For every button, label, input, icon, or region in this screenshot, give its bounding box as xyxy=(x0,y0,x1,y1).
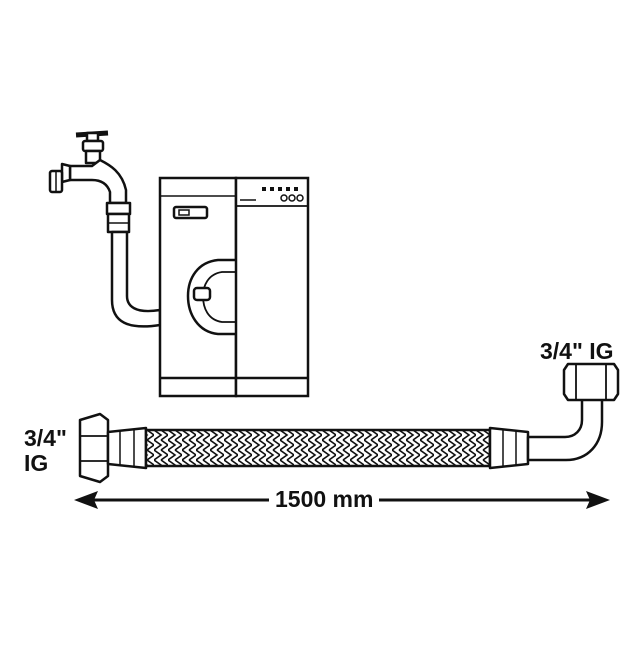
left-fitting-label-size: 3/4" xyxy=(24,425,67,451)
braided-hose-icon xyxy=(78,362,620,484)
faucet-icon xyxy=(48,130,162,328)
washing-machine-icon xyxy=(158,176,238,398)
dishwasher-icon xyxy=(234,176,310,398)
right-fitting-label: 3/4" IG xyxy=(540,338,614,364)
length-label: 1500 mm xyxy=(269,488,380,511)
left-fitting-label-type: IG xyxy=(24,450,49,476)
